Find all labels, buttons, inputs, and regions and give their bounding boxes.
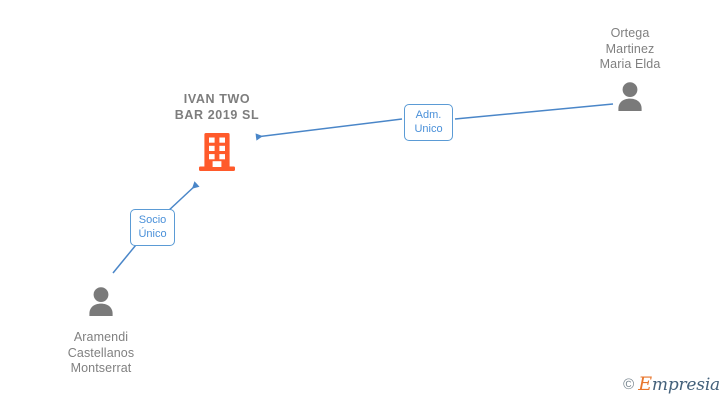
brand-name: Empresia	[638, 375, 720, 394]
company-building-icon	[198, 130, 236, 177]
company-name-label: IVAN TWO BAR 2019 SL	[174, 92, 260, 122]
brand-rest: mpresia	[651, 375, 720, 395]
node-person-aramendi-castellanos-montserrat[interactable]: Aramendi Castellanos Montserrat	[31, 286, 171, 377]
person-avatar-icon	[84, 286, 118, 321]
relation-label-adm-unico[interactable]: Adm. Unico	[404, 104, 453, 141]
empresia-watermark: © Empresia	[623, 375, 720, 394]
node-company-ivan-two-bar-2019-sl[interactable]: IVAN TWO BAR 2019 SL	[147, 92, 287, 177]
brand-initial: E	[638, 373, 652, 395]
person-name-label: Ortega Martinez Maria Elda	[599, 26, 661, 71]
relation-label-socio-unico[interactable]: Socio Único	[130, 209, 175, 246]
person-name-label: Aramendi Castellanos Montserrat	[67, 330, 135, 375]
edge-label-to-company-socio	[166, 181, 200, 213]
node-person-ortega-martinez-maria-elda[interactable]: Ortega Martinez Maria Elda	[560, 26, 700, 116]
copyright-icon: ©	[623, 376, 635, 393]
person-avatar-icon	[613, 81, 647, 116]
